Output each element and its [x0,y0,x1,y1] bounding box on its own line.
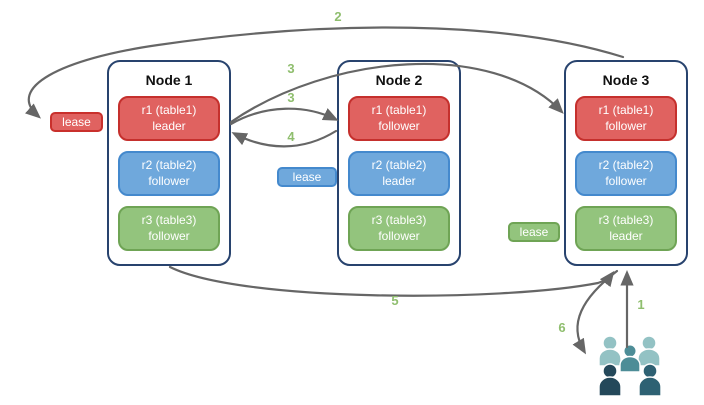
node-3-title: Node 3 [602,72,650,88]
replica-range: r3 (table3) [371,212,427,227]
replica-role: follower [605,173,647,188]
replica-range: r2 (table2) [371,157,427,172]
replica-range: r1 (table1) [598,102,654,117]
node-1-replica-r3-follower: r3 (table3) follower [118,206,220,251]
node-2-replica-r1-follower: r1 (table1) follower [348,96,450,141]
replica-range: r2 (table2) [141,157,197,172]
replica-range: r2 (table2) [598,157,654,172]
replica-role: follower [378,228,420,243]
replica-range: r1 (table1) [141,102,197,117]
node-1: Node 1 r1 (table1) leader r2 (table2) fo… [107,60,231,266]
node-3: Node 3 r1 (table1) follower r2 (table2) … [564,60,688,266]
node-3-replica-r1-follower: r1 (table1) follower [575,96,677,141]
replica-role: follower [605,118,647,133]
node-1-replica-r1-leader: r1 (table1) leader [118,96,220,141]
step-label-3-to-node2: 3 [287,90,295,105]
replica-range: r1 (table1) [371,102,427,117]
arrow-step5-response-to-node3 [168,265,615,297]
replica-role: follower [378,118,420,133]
user-middle-icon [619,344,641,373]
users-group-icon [598,335,662,397]
replica-role: leader [609,228,643,243]
user-back-left-icon [598,335,622,367]
step-label-3-to-node3: 3 [287,61,295,76]
user-front-right-icon [638,363,662,397]
node-2-title: Node 2 [375,72,423,88]
replica-role: leader [382,173,416,188]
step-label-6: 6 [558,320,566,335]
step-label-2: 2 [334,9,342,24]
step-label-4: 4 [287,129,295,144]
node-2: Node 2 r1 (table1) follower r2 (table2) … [337,60,461,266]
node-3-replica-r3-leader: r3 (table3) leader [575,206,677,251]
arrow-step3-replicate-to-node2 [229,107,339,126]
replica-role: follower [148,173,190,188]
replica-range: r3 (table3) [598,212,654,227]
node-1-replica-r2-follower: r2 (table2) follower [118,151,220,196]
lease-tag-r2: lease [277,167,337,187]
lease-tag-r3: lease [508,222,560,242]
replica-role: follower [148,228,190,243]
replica-role: leader [152,118,186,133]
user-front-left-icon [598,363,622,397]
replica-range: r3 (table3) [141,212,197,227]
node-3-replica-r2-follower: r2 (table2) follower [575,151,677,196]
node-1-title: Node 1 [145,72,193,88]
step-label-1: 1 [637,297,645,312]
node-2-replica-r3-follower: r3 (table3) follower [348,206,450,251]
step-label-5: 5 [391,293,399,308]
user-back-right-icon [637,335,661,367]
lease-tag-r1: lease [50,112,103,132]
node-2-replica-r2-leader: r2 (table2) leader [348,151,450,196]
